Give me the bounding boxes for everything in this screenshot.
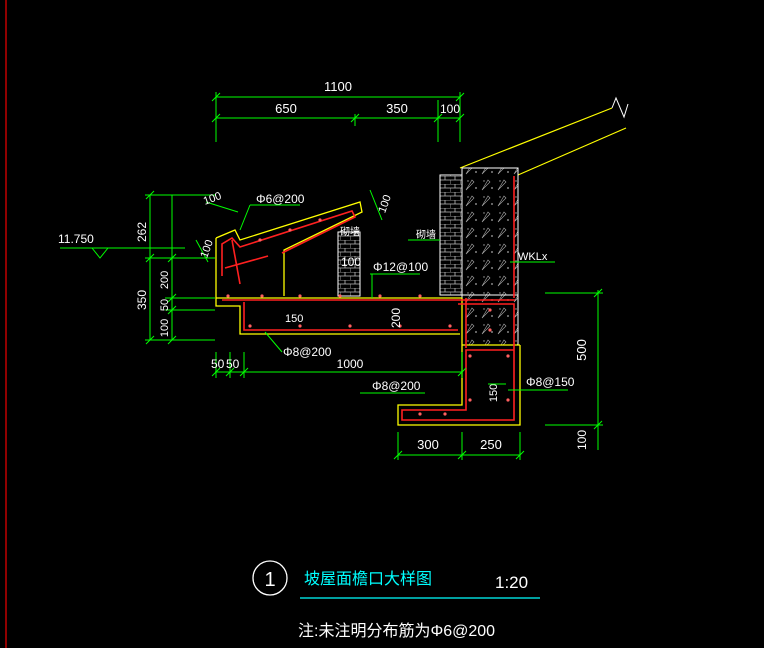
dim-350-left: 350 <box>135 290 149 310</box>
dim-bottom-1000: 1000 <box>337 357 364 371</box>
beam-label: WKLx <box>518 251 548 263</box>
elevation-marker <box>60 247 185 259</box>
left-dimension-chain <box>145 190 215 345</box>
dim-bottom-300: 300 <box>417 437 439 452</box>
detail-scale: 1:20 <box>495 573 528 592</box>
dim-right-500: 500 <box>574 339 589 361</box>
dim-100-top: 100 <box>440 102 460 116</box>
wall-label-b: 砌墙 <box>416 228 436 241</box>
rebar-dots <box>226 218 510 416</box>
rebar-label-phi6: Φ6@200 <box>256 192 305 206</box>
dim-650: 650 <box>275 101 297 116</box>
dim-slab-200: 200 <box>389 308 403 328</box>
dim-inner-100: 100 <box>341 255 361 269</box>
dim-slope-100a: 100 <box>202 190 223 208</box>
dim-350: 350 <box>386 101 408 116</box>
dim-bottom-50b: 50 <box>226 357 240 371</box>
elevation-label: 11.750 <box>58 232 94 246</box>
bottom-dimension-chain <box>211 352 467 378</box>
dim-slope-100c: 100 <box>376 193 394 214</box>
rebar-label-phi12: Φ12@100 <box>373 260 428 274</box>
dim-total-1100: 1100 <box>324 79 352 94</box>
wall-label-a: 砌墙 <box>340 225 360 238</box>
dim-bottom-250: 250 <box>480 437 502 452</box>
concrete-column <box>439 167 519 346</box>
dim-right-100: 100 <box>575 430 589 450</box>
detail-number: 1 <box>264 569 275 591</box>
bottom-beam-dimensions <box>393 432 525 460</box>
rebar-label-phi8-b: Φ8@200 <box>372 379 421 393</box>
dim-50-left: 50 <box>159 299 171 311</box>
dim-beam-150: 150 <box>488 384 500 402</box>
dim-200-left: 200 <box>159 271 171 289</box>
slope-dimensions <box>195 189 383 263</box>
rebar-label-phi8-a: Φ8@200 <box>283 345 332 359</box>
dim-slope-100b: 100 <box>198 238 216 259</box>
dim-262: 262 <box>135 222 149 242</box>
brick-parapet <box>337 231 361 297</box>
detail-number-circle <box>252 560 288 596</box>
top-dimension-chain <box>211 92 465 142</box>
dim-bottom-50a: 50 <box>211 357 225 371</box>
right-dimension-chain <box>545 288 603 450</box>
sloped-roof-slab <box>459 96 629 176</box>
dim-100-left: 100 <box>159 319 171 337</box>
detail-title: 坡屋面檐口大样图 <box>304 570 432 588</box>
eave-outline <box>215 201 521 426</box>
rebar-lines <box>221 176 515 421</box>
title-block <box>252 560 540 599</box>
detail-note: 注:未注明分布筋为Φ6@200 <box>298 622 495 640</box>
dim-slab-150: 150 <box>285 313 303 325</box>
rebar-label-phi8-150: Φ8@150 <box>526 375 575 389</box>
